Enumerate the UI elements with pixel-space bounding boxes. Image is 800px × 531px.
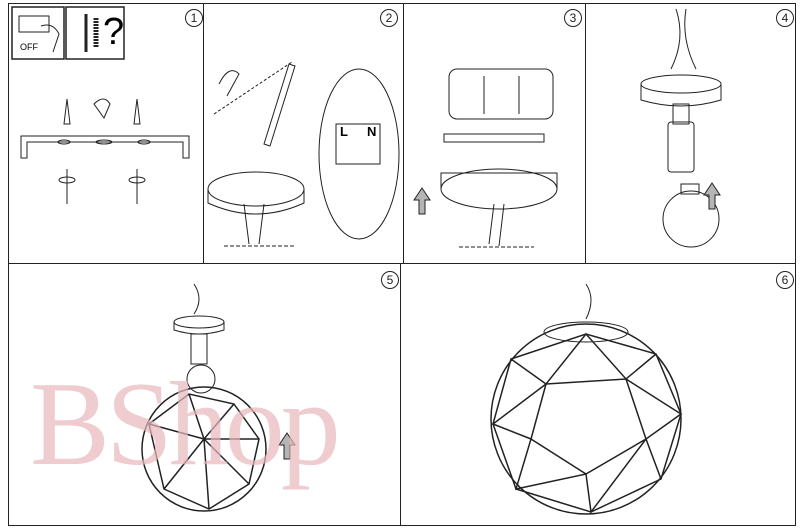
geodesic-shade: [490, 323, 683, 515]
step-4-illustration: [640, 8, 722, 248]
step-number: 6: [776, 271, 794, 289]
bulb: [662, 190, 720, 248]
geodesic-shade: [141, 386, 267, 512]
off-label: OFF: [20, 42, 38, 52]
step-1-illustration: [11, 6, 190, 204]
step-number: 3: [564, 9, 582, 27]
breaker-icon: [18, 15, 50, 33]
step-number: 5: [381, 271, 399, 289]
up-arrow-icon: [703, 182, 721, 210]
step-5-illustration: [141, 283, 296, 512]
hand-icon: [40, 24, 60, 53]
up-arrow-icon: [278, 432, 296, 460]
step-3-panel: 3: [403, 3, 586, 264]
step-number: 4: [776, 9, 794, 27]
step-3-illustration: [413, 68, 558, 248]
step-5-panel: 5: [8, 263, 401, 526]
step-2-panel: 2 L N: [203, 3, 404, 264]
lamp-holder: [667, 121, 695, 173]
step-number: 1: [185, 9, 203, 27]
screw-detail-box: [448, 68, 554, 120]
step-6-panel: 6: [400, 263, 796, 526]
hand-icon: [218, 70, 240, 97]
cable: [263, 63, 296, 147]
terminal-n-label: N: [367, 124, 377, 139]
step-4-panel: 4: [585, 3, 796, 264]
terminal-detail-zoom: [318, 68, 400, 240]
up-arrow-icon: [413, 187, 431, 215]
bracket-illustration: [20, 98, 190, 204]
step-2-illustration: [207, 61, 400, 247]
question-mark: ?: [103, 11, 125, 53]
canopy: [207, 171, 305, 207]
step-6-illustration: [490, 283, 683, 515]
step-1-panel: 1 OFF ?: [8, 3, 204, 264]
terminal-l-label: L: [340, 124, 348, 139]
step-number: 2: [380, 9, 398, 27]
